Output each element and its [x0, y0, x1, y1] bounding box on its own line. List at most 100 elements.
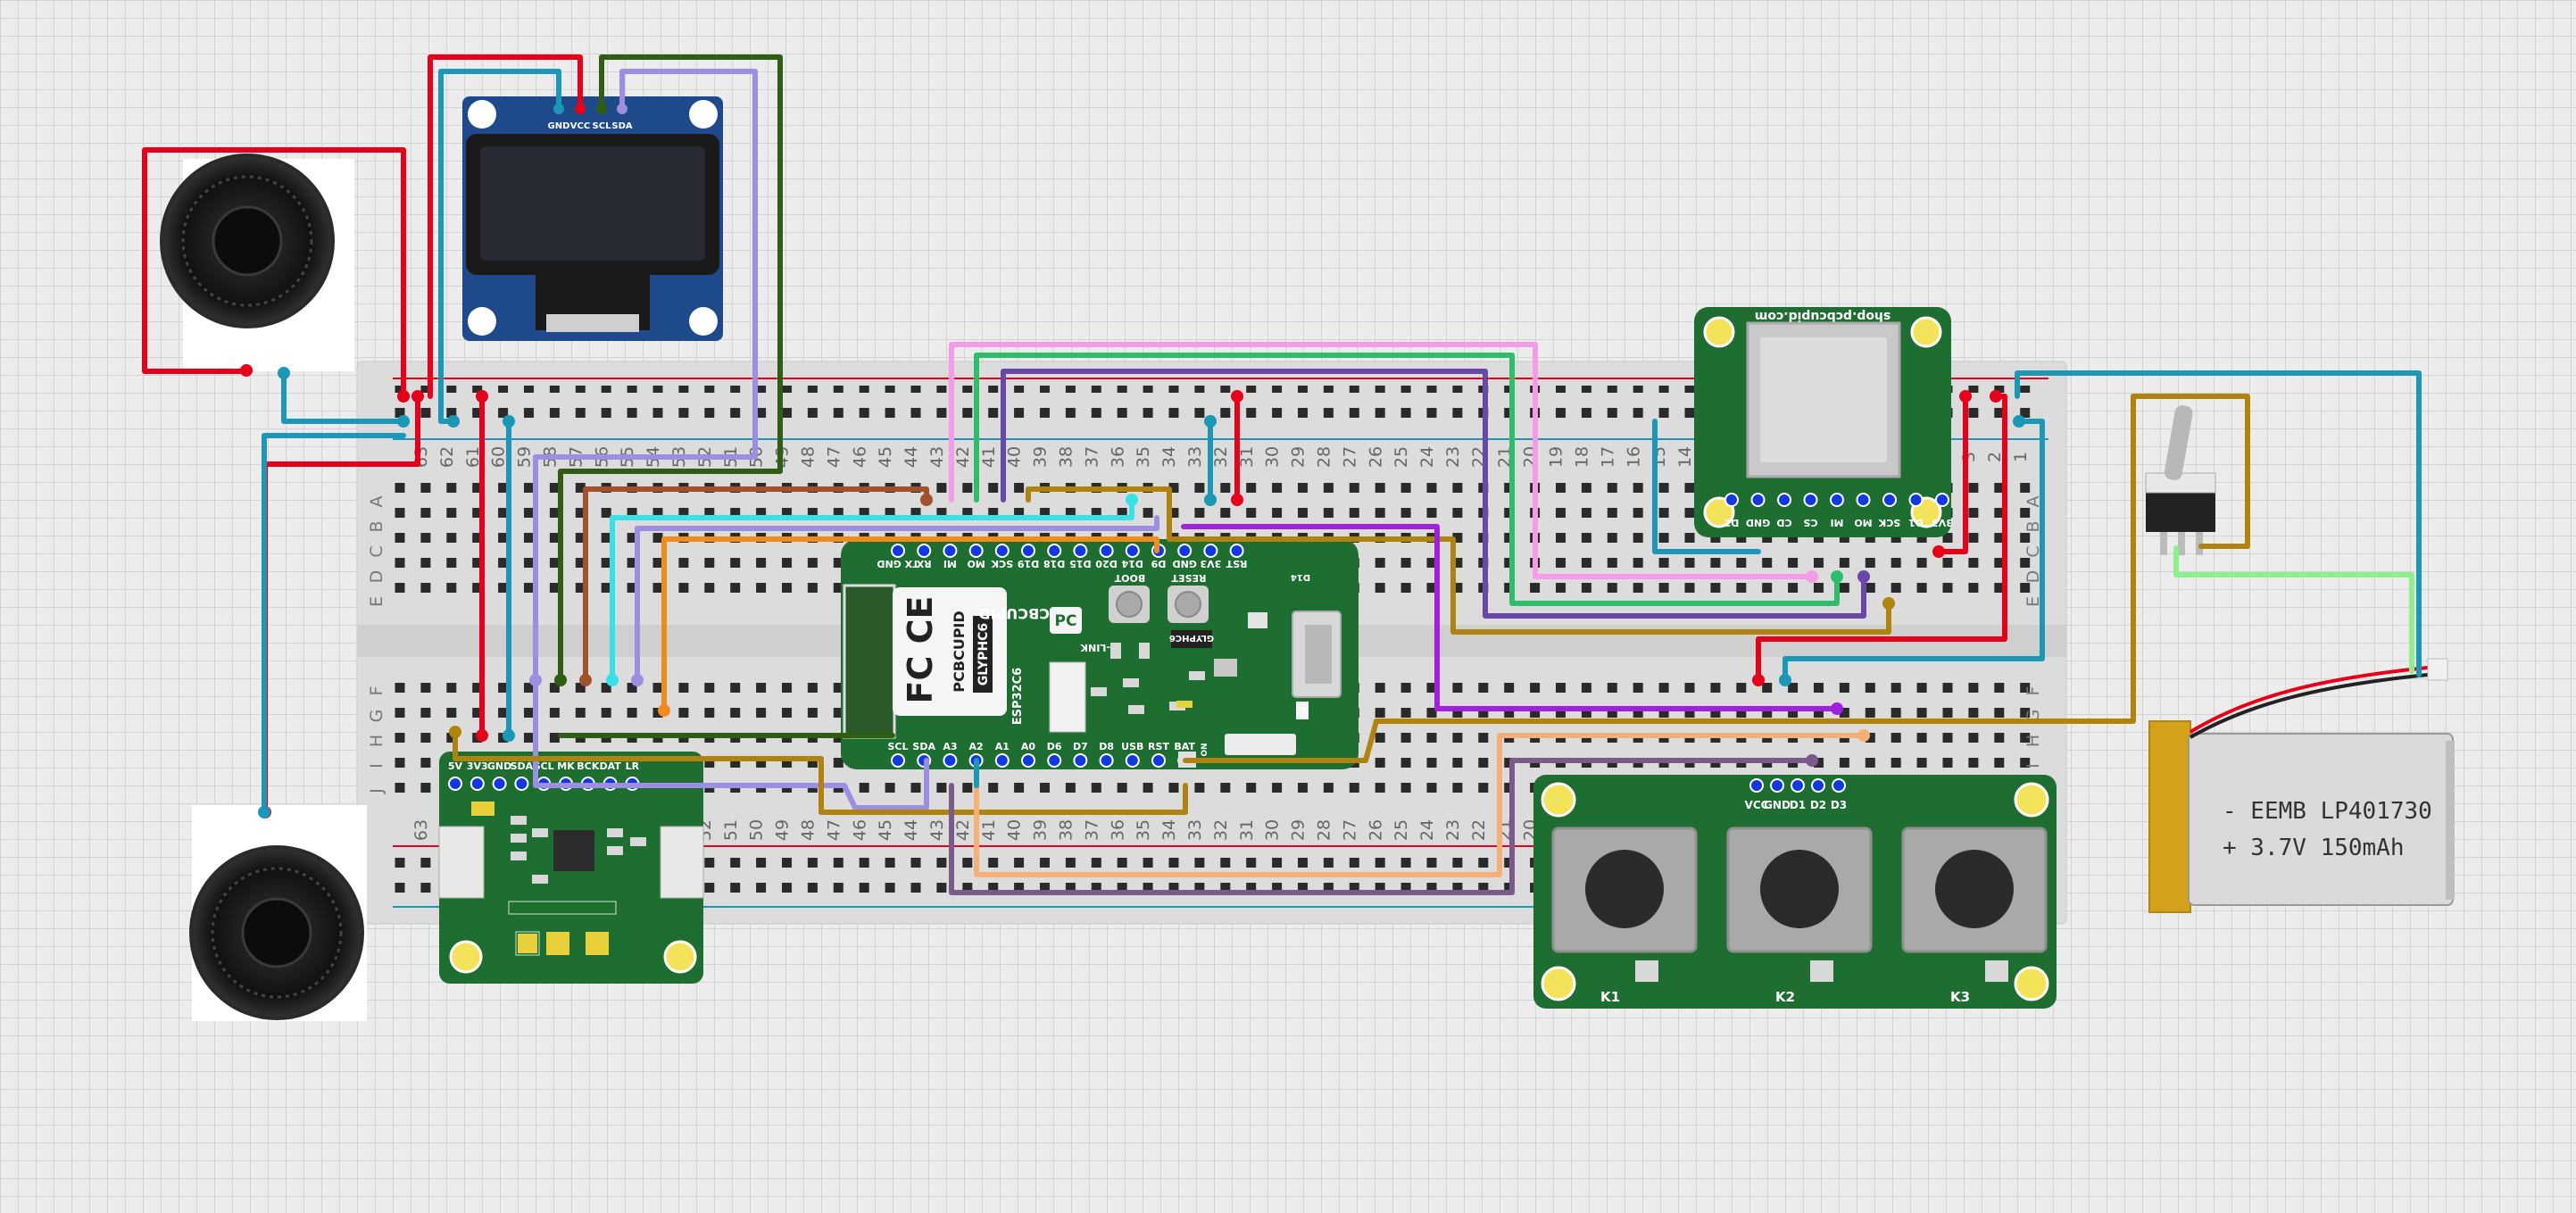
mcu-bottom-pin-label: USB [1121, 741, 1143, 752]
sd-url: shop.pcbcupid.com [1755, 309, 1891, 323]
wire-purple[interactable] [1001, 369, 1866, 619]
key-resistor [1635, 960, 1658, 982]
wire-mint[interactable] [2173, 545, 2414, 674]
mcu-top-pin [968, 544, 984, 558]
column-number-top: 41 [979, 446, 999, 468]
oled-display: GND VCC SCL SDA [462, 96, 723, 341]
wire-pink[interactable] [949, 342, 1815, 579]
oled-pin-labels: GND VCC SCL SDA [548, 121, 633, 131]
column-number-top: 1 [2011, 452, 2031, 462]
sd-pin-label: SCK [1878, 517, 1900, 528]
wire-red[interactable] [1936, 394, 1968, 554]
mcu-bottom-pin [1099, 753, 1114, 768]
wire-lavender[interactable] [533, 69, 758, 683]
mcu-bottom-pin-label: D8 [1099, 741, 1114, 752]
wire-endpoint [503, 415, 515, 428]
mcu-bottom-pin [891, 753, 905, 768]
mcu-top-pin-label: MO [967, 558, 985, 569]
column-number-bottom: 37 [1082, 819, 1101, 841]
column-number-top: 45 [876, 446, 895, 468]
wire-blue[interactable] [2015, 370, 2422, 677]
mcu-reset-label: RESET [1171, 572, 1206, 584]
column-number-top: 40 [1005, 446, 1025, 468]
column-number-bottom: 48 [799, 819, 819, 841]
mcu-bottom-pin-label: A2 [969, 741, 984, 752]
wire-plum[interactable] [949, 758, 1815, 895]
column-number-bottom: 46 [850, 819, 869, 841]
column-number-bottom: 44 [902, 819, 921, 841]
wire-lavender[interactable] [635, 515, 1159, 683]
mcu-top-pin-label: D15 [1069, 558, 1091, 569]
oled-pin-vcc: VCC [570, 121, 590, 131]
row-label-right: C [2023, 545, 2043, 557]
wire-blue[interactable] [1652, 419, 1761, 554]
row-label-left: B [367, 520, 386, 532]
row-label-left: J [367, 788, 386, 794]
column-number-bottom: 45 [876, 819, 895, 841]
wire-gold[interactable] [1183, 394, 2250, 763]
mcu-top-pin-label: RX [916, 558, 931, 569]
wire-blue[interactable] [281, 370, 406, 424]
mcu-brand-label: PCBCUPID [951, 611, 968, 692]
row-label-left: H [367, 735, 386, 747]
wire-green-dark[interactable] [558, 54, 783, 683]
wire-gold[interactable] [1026, 486, 1891, 635]
keypad-pin [1811, 778, 1825, 793]
wire-endpoint [1779, 674, 1791, 686]
mcu-top-pin [994, 544, 1010, 558]
column-number-top: 47 [824, 446, 843, 468]
wire-orange[interactable] [661, 536, 1159, 713]
mcu-top-pin-label: D9 [1151, 558, 1167, 569]
column-number-top: 31 [1237, 446, 1257, 468]
amp-pin-label: SCL [534, 760, 554, 772]
mcu-bottom-pin-label: SDA [912, 741, 935, 752]
row-label-right: D [2023, 570, 2043, 584]
mcu-top-pin-label: RST [1226, 558, 1247, 569]
wire-red[interactable] [428, 54, 583, 399]
amp-pin-label: BCK [577, 760, 599, 772]
wire-blue[interactable] [1782, 419, 2045, 683]
wire-endpoint [1857, 729, 1870, 742]
wire-green-bright[interactable] [974, 353, 1840, 606]
amp-pin [514, 777, 529, 791]
mcu-bottom-pin-label: A0 [1021, 741, 1036, 752]
wire-endpoint [1126, 494, 1138, 506]
row-label-right: A [2023, 496, 2043, 508]
wire-lavender[interactable] [533, 677, 929, 810]
mcu-board: FC CE PCBCUPID GLYPHC6 ESP32C6 PCBCUPID … [841, 539, 1359, 769]
keypad-pin-label: D2 [1810, 799, 1826, 811]
wire-endpoint [2013, 415, 2025, 428]
wire-endpoint [554, 674, 567, 686]
wire-blue[interactable] [438, 69, 561, 424]
wire-peach[interactable] [974, 733, 1866, 877]
row-label-left: A [367, 496, 386, 508]
key-label: K2 [1775, 989, 1795, 1005]
wire-violet[interactable] [1181, 524, 1840, 711]
column-number-top: 62 [437, 446, 457, 468]
key-resistor [1985, 960, 2008, 982]
column-number-top: 17 [1598, 446, 1617, 468]
mcu-top-pin [943, 544, 958, 558]
mcu-bottom-pin-label: A1 [995, 741, 1010, 752]
keypad-pin-label: D3 [1831, 799, 1847, 811]
column-number-bottom: 39 [1031, 819, 1051, 841]
column-number-top: 28 [1315, 446, 1334, 468]
wire-endpoint [503, 729, 515, 742]
wire-blue[interactable] [262, 433, 406, 815]
column-number-bottom: 23 [1443, 819, 1463, 841]
wire-cyan[interactable] [610, 497, 1134, 683]
mcu-top-pin [1073, 544, 1088, 558]
column-number-top: 14 [1675, 446, 1695, 468]
amp-pin-label: DAT [599, 760, 621, 772]
sd-pin-label: D1 [1908, 517, 1924, 528]
row-label-left: D [367, 570, 386, 584]
column-number-top: 44 [902, 446, 921, 468]
wire-endpoint [258, 806, 270, 818]
column-number-top: 60 [489, 446, 509, 468]
wire-gold[interactable] [453, 729, 1188, 815]
speaker-top [160, 154, 354, 371]
